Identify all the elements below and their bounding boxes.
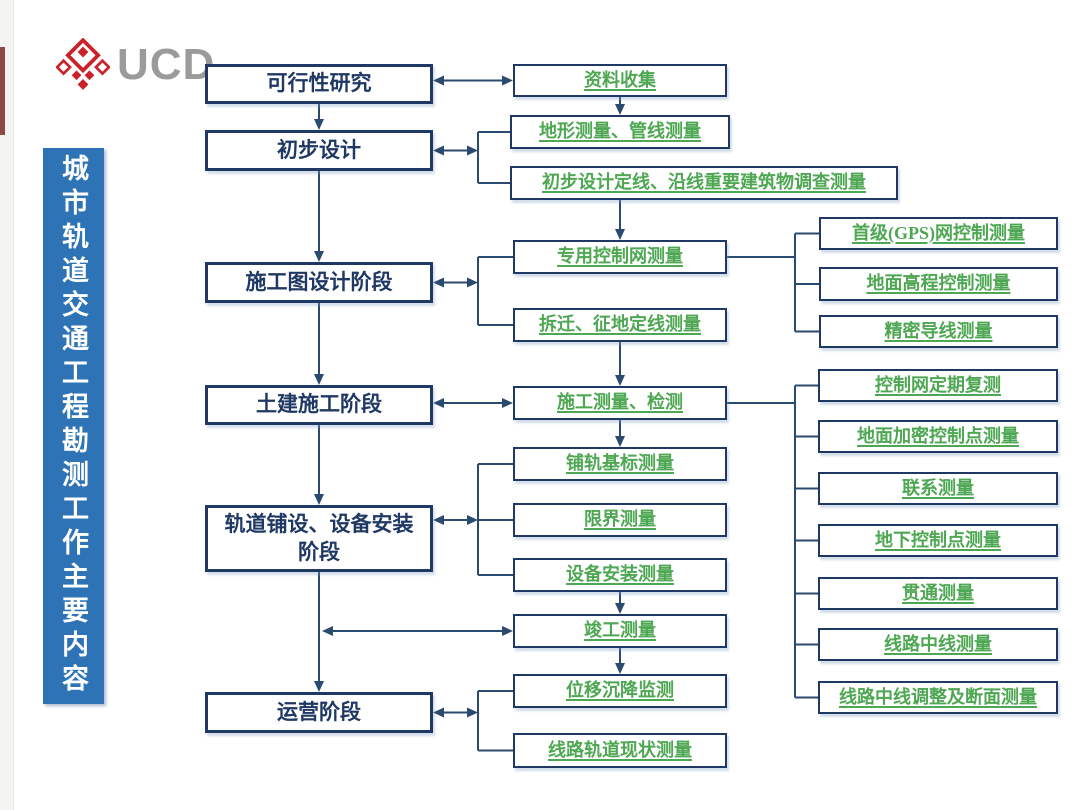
box-label: 施工测量、检测 xyxy=(557,392,683,413)
arrowhead-icon xyxy=(615,436,625,447)
box-label: 运营阶段 xyxy=(277,699,361,724)
ucd-logo: UCD xyxy=(56,38,215,92)
box-label: 线路中线测量 xyxy=(884,633,992,654)
box-label: 资料收集 xyxy=(584,69,656,90)
box-label: 贯通测量 xyxy=(902,582,974,603)
title-banner: 城市轨道交通工程勘测工作主要内容 xyxy=(43,148,104,704)
arrowhead-icon xyxy=(467,515,478,525)
arrowhead-icon xyxy=(615,663,625,674)
box-label: 可行性研究 xyxy=(266,71,372,96)
box-label: 地面高程控制测量 xyxy=(866,273,1011,294)
box-label: 轨道铺设、设备安装阶段 xyxy=(224,512,414,564)
task-box-completion-survey: 竣工测量 xyxy=(513,614,727,648)
box-label: 初步设计 xyxy=(277,137,361,162)
stage-box-track-laying-equipment-install-stage: 轨道铺设、设备安装阶段 xyxy=(205,505,433,572)
detail-box-precision-traverse-survey: 精密导线测量 xyxy=(819,315,1058,348)
arrowhead-icon xyxy=(314,374,324,385)
stage-box-civil-construction-stage: 土建施工阶段 xyxy=(205,385,433,425)
box-label: 土建施工阶段 xyxy=(256,392,382,417)
task-box-dedicated-control-network-survey: 专用控制网测量 xyxy=(513,240,727,274)
detail-box-underground-control-point-survey: 地下控制点测量 xyxy=(818,524,1058,557)
arrowhead-icon xyxy=(433,145,444,156)
box-label: 地形测量、管线测量 xyxy=(539,121,701,142)
task-box-track-status-survey: 线路轨道现状测量 xyxy=(513,733,727,768)
arrowhead-icon xyxy=(314,251,324,262)
box-label: 线路中线调整及断面测量 xyxy=(839,686,1037,707)
arrowhead-icon xyxy=(433,75,444,86)
detail-box-control-network-periodic-resurvey: 控制网定期复测 xyxy=(818,369,1058,402)
box-label: 拆迁、征地定线测量 xyxy=(539,314,701,335)
box-label: 施工图设计阶段 xyxy=(245,269,393,294)
task-box-demolition-land-alignment-survey: 拆迁、征地定线测量 xyxy=(513,308,727,342)
box-label: 控制网定期复测 xyxy=(875,374,1001,395)
stage-box-preliminary-design: 初步设计 xyxy=(205,130,433,171)
task-box-construction-survey-inspection: 施工测量、检测 xyxy=(513,386,727,420)
box-label: 首级(GPS)网控制测量 xyxy=(852,222,1025,243)
arrowhead-icon xyxy=(502,626,513,636)
arrowhead-icon xyxy=(314,119,324,130)
box-label: 精密导线测量 xyxy=(884,320,993,341)
arrowhead-icon xyxy=(615,375,625,386)
box-label: 地下控制点测量 xyxy=(875,529,1001,550)
arrowhead-icon xyxy=(615,229,625,240)
task-box-equipment-installation-survey: 设备安装测量 xyxy=(513,558,727,592)
detail-box-centerline-adjustment-section-survey: 线路中线调整及断面测量 xyxy=(818,681,1058,714)
task-box-displacement-settlement-monitoring: 位移沉降监测 xyxy=(513,674,727,708)
arrowhead-icon xyxy=(433,398,444,408)
arrowhead-icon xyxy=(502,75,513,86)
task-box-data-collection: 资料收集 xyxy=(513,64,727,97)
task-box-topographic-pipeline-survey: 地形测量、管线测量 xyxy=(510,115,730,149)
page-left-margin xyxy=(0,0,14,810)
box-label: 限界测量 xyxy=(584,509,656,530)
arrowhead-icon xyxy=(467,277,478,288)
task-box-clearance-survey: 限界测量 xyxy=(513,503,727,537)
box-label: 竣工测量 xyxy=(584,620,656,641)
task-box-preliminary-alignment-survey: 初步设计定线、沿线重要建筑物调查测量 xyxy=(510,166,898,200)
detail-box-ground-elevation-control-survey: 地面高程控制测量 xyxy=(819,267,1058,301)
stage-box-construction-drawing-design-stage: 施工图设计阶段 xyxy=(205,262,433,303)
arrowhead-icon xyxy=(314,494,324,505)
box-label: 设备安装测量 xyxy=(566,564,674,585)
arrowhead-icon xyxy=(615,104,625,115)
arrowhead-icon xyxy=(502,398,513,408)
arrowhead-icon xyxy=(314,681,324,692)
stage-box-operation-stage: 运营阶段 xyxy=(205,692,433,733)
box-label: 线路轨道现状测量 xyxy=(548,739,692,760)
arrowhead-icon xyxy=(322,626,333,636)
box-label: 位移沉降监测 xyxy=(566,680,674,701)
task-box-track-benchmark-survey: 铺轨基标测量 xyxy=(513,447,727,481)
stage-box-feasibility-study: 可行性研究 xyxy=(205,64,433,104)
box-label: 初步设计定线、沿线重要建筑物调查测量 xyxy=(542,172,866,193)
box-label: 联系测量 xyxy=(902,477,974,498)
detail-box-breakthrough-survey: 贯通测量 xyxy=(818,577,1058,610)
arrowhead-icon xyxy=(467,145,478,156)
detail-box-gps-network-control-survey: 首级(GPS)网控制测量 xyxy=(819,217,1058,250)
ucd-emblem-icon xyxy=(56,38,110,90)
detail-box-connection-survey: 联系测量 xyxy=(818,472,1058,505)
detail-box-line-centerline-survey: 线路中线测量 xyxy=(818,628,1058,661)
left-edge-red-strip xyxy=(0,47,5,135)
arrowhead-icon xyxy=(433,707,444,718)
detail-box-ground-densification-point-survey: 地面加密控制点测量 xyxy=(818,420,1058,453)
arrowhead-icon xyxy=(433,277,444,288)
arrowhead-icon xyxy=(433,515,444,525)
arrowhead-icon xyxy=(467,707,478,718)
box-label: 专用控制网测量 xyxy=(557,246,683,267)
box-label: 铺轨基标测量 xyxy=(566,453,674,474)
ucd-logo-text: UCD xyxy=(117,40,216,89)
box-label: 地面加密控制点测量 xyxy=(857,425,1019,446)
arrowhead-icon xyxy=(615,603,625,614)
